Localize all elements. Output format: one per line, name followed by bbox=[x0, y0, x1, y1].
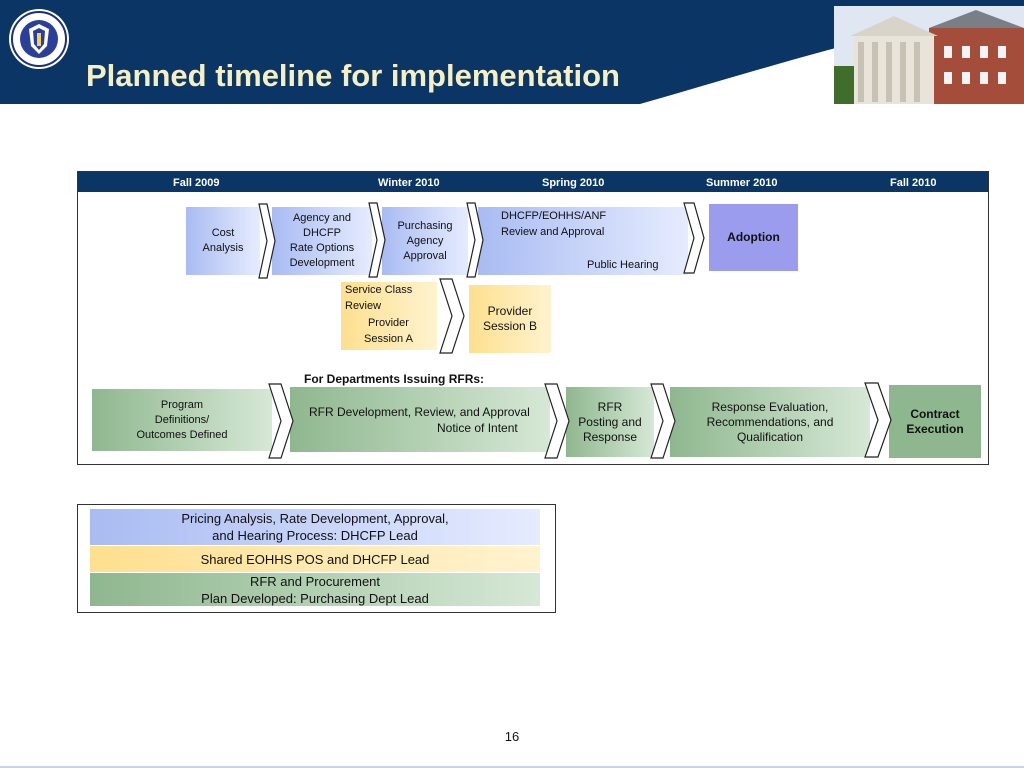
chevron-arrow-icon bbox=[258, 203, 276, 279]
provider-session-b-phase: Provider Session B bbox=[469, 285, 551, 353]
cost-analysis-phase: Cost Analysis bbox=[186, 207, 260, 275]
review-approval-label: DHCFP/EOHHS/ANF Review and Approval bbox=[501, 210, 607, 238]
public-hearing-label: Public Hearing bbox=[587, 259, 659, 271]
legend-item-dhcfp-lead: Pricing Analysis, Rate Development, Appr… bbox=[90, 509, 540, 545]
chevron-arrow-icon bbox=[683, 202, 705, 274]
rfr-section-heading: For Departments Issuing RFRs: bbox=[304, 372, 485, 386]
chevron-arrow-icon bbox=[544, 383, 570, 459]
slide-title: Planned timeline for implementation bbox=[86, 58, 620, 93]
season-fall-2009: Fall 2009 bbox=[173, 177, 220, 189]
provider-session-a-label: Provider Session A bbox=[364, 317, 413, 345]
massachusetts-seal-icon bbox=[9, 9, 69, 69]
response-evaluation-phase: Response Evaluation, Recommendations, an… bbox=[670, 387, 870, 457]
chevron-arrow-icon bbox=[439, 278, 465, 354]
rate-options-phase: Agency and DHCFP Rate Options Developmen… bbox=[272, 207, 372, 275]
season-fall-2010: Fall 2010 bbox=[890, 177, 937, 189]
chevron-arrow-icon bbox=[268, 383, 294, 459]
program-definitions-phase: Program Definitions/ Outcomes Defined bbox=[92, 389, 272, 451]
chevron-arrow-icon bbox=[368, 202, 386, 278]
season-header-bar: Fall 2009 Winter 2010 Spring 2010 Summer… bbox=[78, 172, 988, 192]
review-approval-phase bbox=[478, 207, 688, 275]
service-class-review-phase bbox=[341, 282, 437, 350]
rfr-development-phase bbox=[290, 387, 550, 452]
contract-execution-phase: Contract Execution bbox=[889, 385, 981, 458]
legend-item-shared-lead: Shared EOHHS POS and DHCFP Lead bbox=[90, 546, 540, 572]
season-winter-2010: Winter 2010 bbox=[378, 177, 440, 189]
season-summer-2010: Summer 2010 bbox=[706, 177, 778, 189]
service-class-review-label: Service Class Review bbox=[345, 284, 413, 312]
rfr-development-label: RFR Development, Review, and Approval bbox=[309, 405, 530, 419]
notice-of-intent-label: Notice of Intent bbox=[437, 421, 518, 435]
chevron-arrow-icon bbox=[466, 202, 484, 278]
chevron-arrow-icon bbox=[650, 383, 676, 459]
chevron-arrow-icon bbox=[864, 382, 892, 458]
rfr-posting-phase: RFR Posting and Response bbox=[566, 387, 654, 457]
state-house-image bbox=[834, 6, 1024, 104]
slide-header: Planned timeline for implementation bbox=[0, 0, 1024, 104]
legend-box bbox=[77, 504, 556, 613]
footer-divider bbox=[0, 766, 1024, 768]
purchasing-approval-phase: Purchasing Agency Approval bbox=[382, 207, 468, 275]
season-spring-2010: Spring 2010 bbox=[542, 177, 605, 189]
timeline-frame bbox=[77, 171, 989, 465]
page-number: 16 bbox=[504, 729, 520, 744]
legend-item-purchasing-lead: RFR and Procurement Plan Developed: Purc… bbox=[90, 573, 540, 606]
adoption-phase: Adoption bbox=[709, 204, 798, 271]
